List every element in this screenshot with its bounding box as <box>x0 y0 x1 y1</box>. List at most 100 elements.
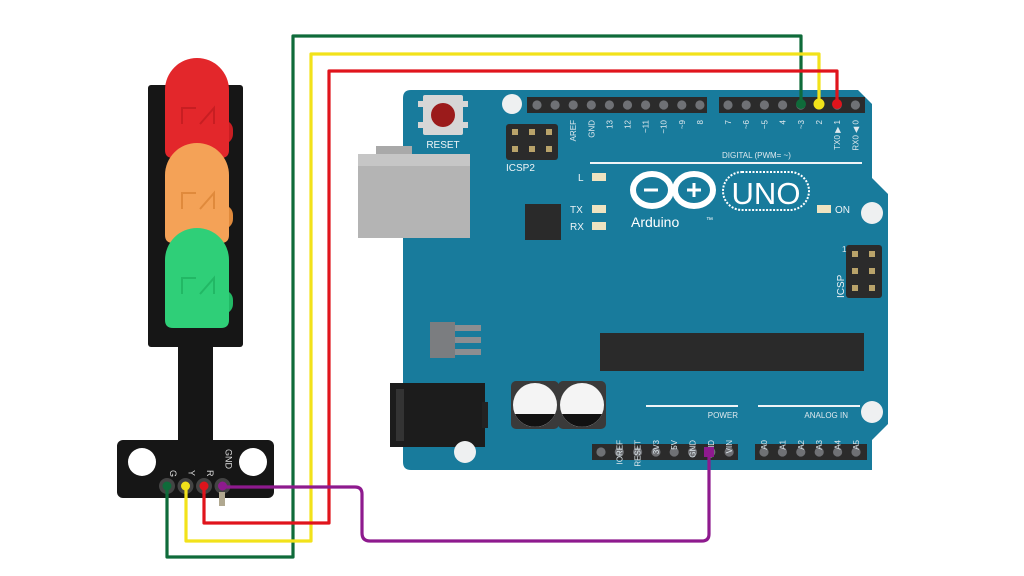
digital-pin-label: ~5 <box>760 119 769 129</box>
digital-pin-label: 12 <box>624 119 633 128</box>
analog-pin-label: A5 <box>852 439 861 449</box>
digital-label: DIGITAL (PWM= ~) <box>722 151 791 160</box>
power-pin[interactable] <box>614 447 624 457</box>
wire-red[interactable] <box>202 69 839 525</box>
usb-port <box>358 154 470 238</box>
led-green <box>165 228 233 328</box>
reset-label: RESET <box>426 140 459 151</box>
led-rx <box>592 222 606 230</box>
icsp-label: ICSP <box>836 274 847 298</box>
led-tx <box>592 205 606 213</box>
digital-pin[interactable] <box>550 100 560 110</box>
analog-label: ANALOG IN <box>804 411 848 420</box>
mounting-hole <box>861 202 883 224</box>
capacitor <box>511 381 559 429</box>
power-label: POWER <box>708 411 738 420</box>
microcontroller-chip <box>600 333 864 371</box>
brand-label: Arduino <box>631 214 679 230</box>
reset-button[interactable] <box>418 95 468 135</box>
digital-header-right <box>719 97 865 113</box>
led-rx-label: RX <box>570 222 584 233</box>
digital-pin[interactable] <box>741 100 751 110</box>
power-pin[interactable] <box>687 447 698 457</box>
digital-pin-label: 4 <box>779 119 788 124</box>
wire-yellow[interactable] <box>184 52 821 543</box>
power-pin[interactable] <box>633 447 643 457</box>
module-pin-label: R <box>205 470 215 477</box>
digital-pin[interactable] <box>532 100 542 110</box>
power-pin[interactable] <box>651 447 661 457</box>
led-l-label: L <box>578 173 584 184</box>
digital-pin[interactable] <box>659 100 669 110</box>
power-pin-label: IOREF <box>615 440 624 465</box>
led-orange <box>165 143 233 243</box>
digital-pin[interactable] <box>604 100 615 110</box>
tm-mark: ™ <box>706 217 713 224</box>
voltage-regulator <box>430 322 481 358</box>
digital-pin-label: 8 <box>696 119 705 124</box>
digital-pin[interactable] <box>586 100 596 110</box>
power-pin-label: 5V <box>670 439 679 449</box>
mounting-hole <box>502 94 522 114</box>
digital-pin[interactable] <box>778 100 788 110</box>
digital-pin-label: GND <box>587 120 596 138</box>
digital-pin-label: RX0 ◀ 0 <box>851 119 860 150</box>
icsp2-label: ICSP2 <box>506 163 535 174</box>
chip-small <box>525 204 561 240</box>
power-pin[interactable] <box>669 447 679 457</box>
power-pin-label: 3V3 <box>652 439 661 454</box>
analog-pin[interactable] <box>851 447 861 457</box>
power-pin[interactable] <box>724 447 734 457</box>
digital-pin[interactable] <box>695 100 705 110</box>
analog-pin-label: A1 <box>778 439 787 449</box>
icsp-header <box>846 245 882 298</box>
digital-pin[interactable] <box>622 100 633 110</box>
digital-pin[interactable] <box>641 100 651 110</box>
led-on-label: ON <box>835 205 850 216</box>
capacitor <box>558 381 606 429</box>
digital-pin[interactable] <box>723 100 733 110</box>
wire-purple[interactable] <box>222 452 711 543</box>
digital-pin-label: ~10 <box>660 119 669 133</box>
digital-pin[interactable] <box>850 100 861 110</box>
digital-pin-label: 13 <box>605 119 614 128</box>
digital-pin-label: AREF <box>569 120 578 141</box>
led-on <box>817 205 831 213</box>
power-pin-label: VIN <box>725 440 734 454</box>
mounting-hole <box>454 441 476 463</box>
module-pin-label: Y <box>187 470 197 476</box>
power-jack <box>390 383 488 447</box>
module-pin-label: G <box>168 470 178 477</box>
digital-pin-label: ~9 <box>678 119 687 129</box>
analog-pin-label: A0 <box>760 439 769 449</box>
digital-pin[interactable] <box>677 100 687 110</box>
mounting-hole <box>861 401 883 423</box>
arduino-logo <box>630 171 716 209</box>
analog-pin-label: A2 <box>797 439 806 449</box>
digital-pin-label: ~3 <box>797 119 806 129</box>
mounting-hole <box>239 448 267 476</box>
icsp-pin1-label: 1 <box>842 245 847 254</box>
digital-pin-label: TX0 ▶ 1 <box>833 119 842 149</box>
analog-pin[interactable] <box>777 447 788 457</box>
power-pin[interactable] <box>596 447 606 457</box>
power-header <box>592 444 738 460</box>
digital-pin-label: 7 <box>724 119 733 124</box>
led-l <box>592 173 606 181</box>
digital-pin[interactable] <box>759 100 770 110</box>
wire-green[interactable] <box>165 34 803 559</box>
power-pin-label: GND <box>689 440 698 458</box>
analog-pin[interactable] <box>759 447 769 457</box>
digital-pin[interactable] <box>568 100 578 110</box>
uno-label: UNO <box>732 176 801 211</box>
digital-pin-label: 2 <box>815 119 824 124</box>
analog-pin[interactable] <box>796 447 806 457</box>
led-red <box>165 58 233 158</box>
analog-pin[interactable] <box>814 447 824 457</box>
mounting-hole <box>128 448 156 476</box>
analog-pin-label: A3 <box>815 439 824 449</box>
analog-pin[interactable] <box>833 447 843 457</box>
